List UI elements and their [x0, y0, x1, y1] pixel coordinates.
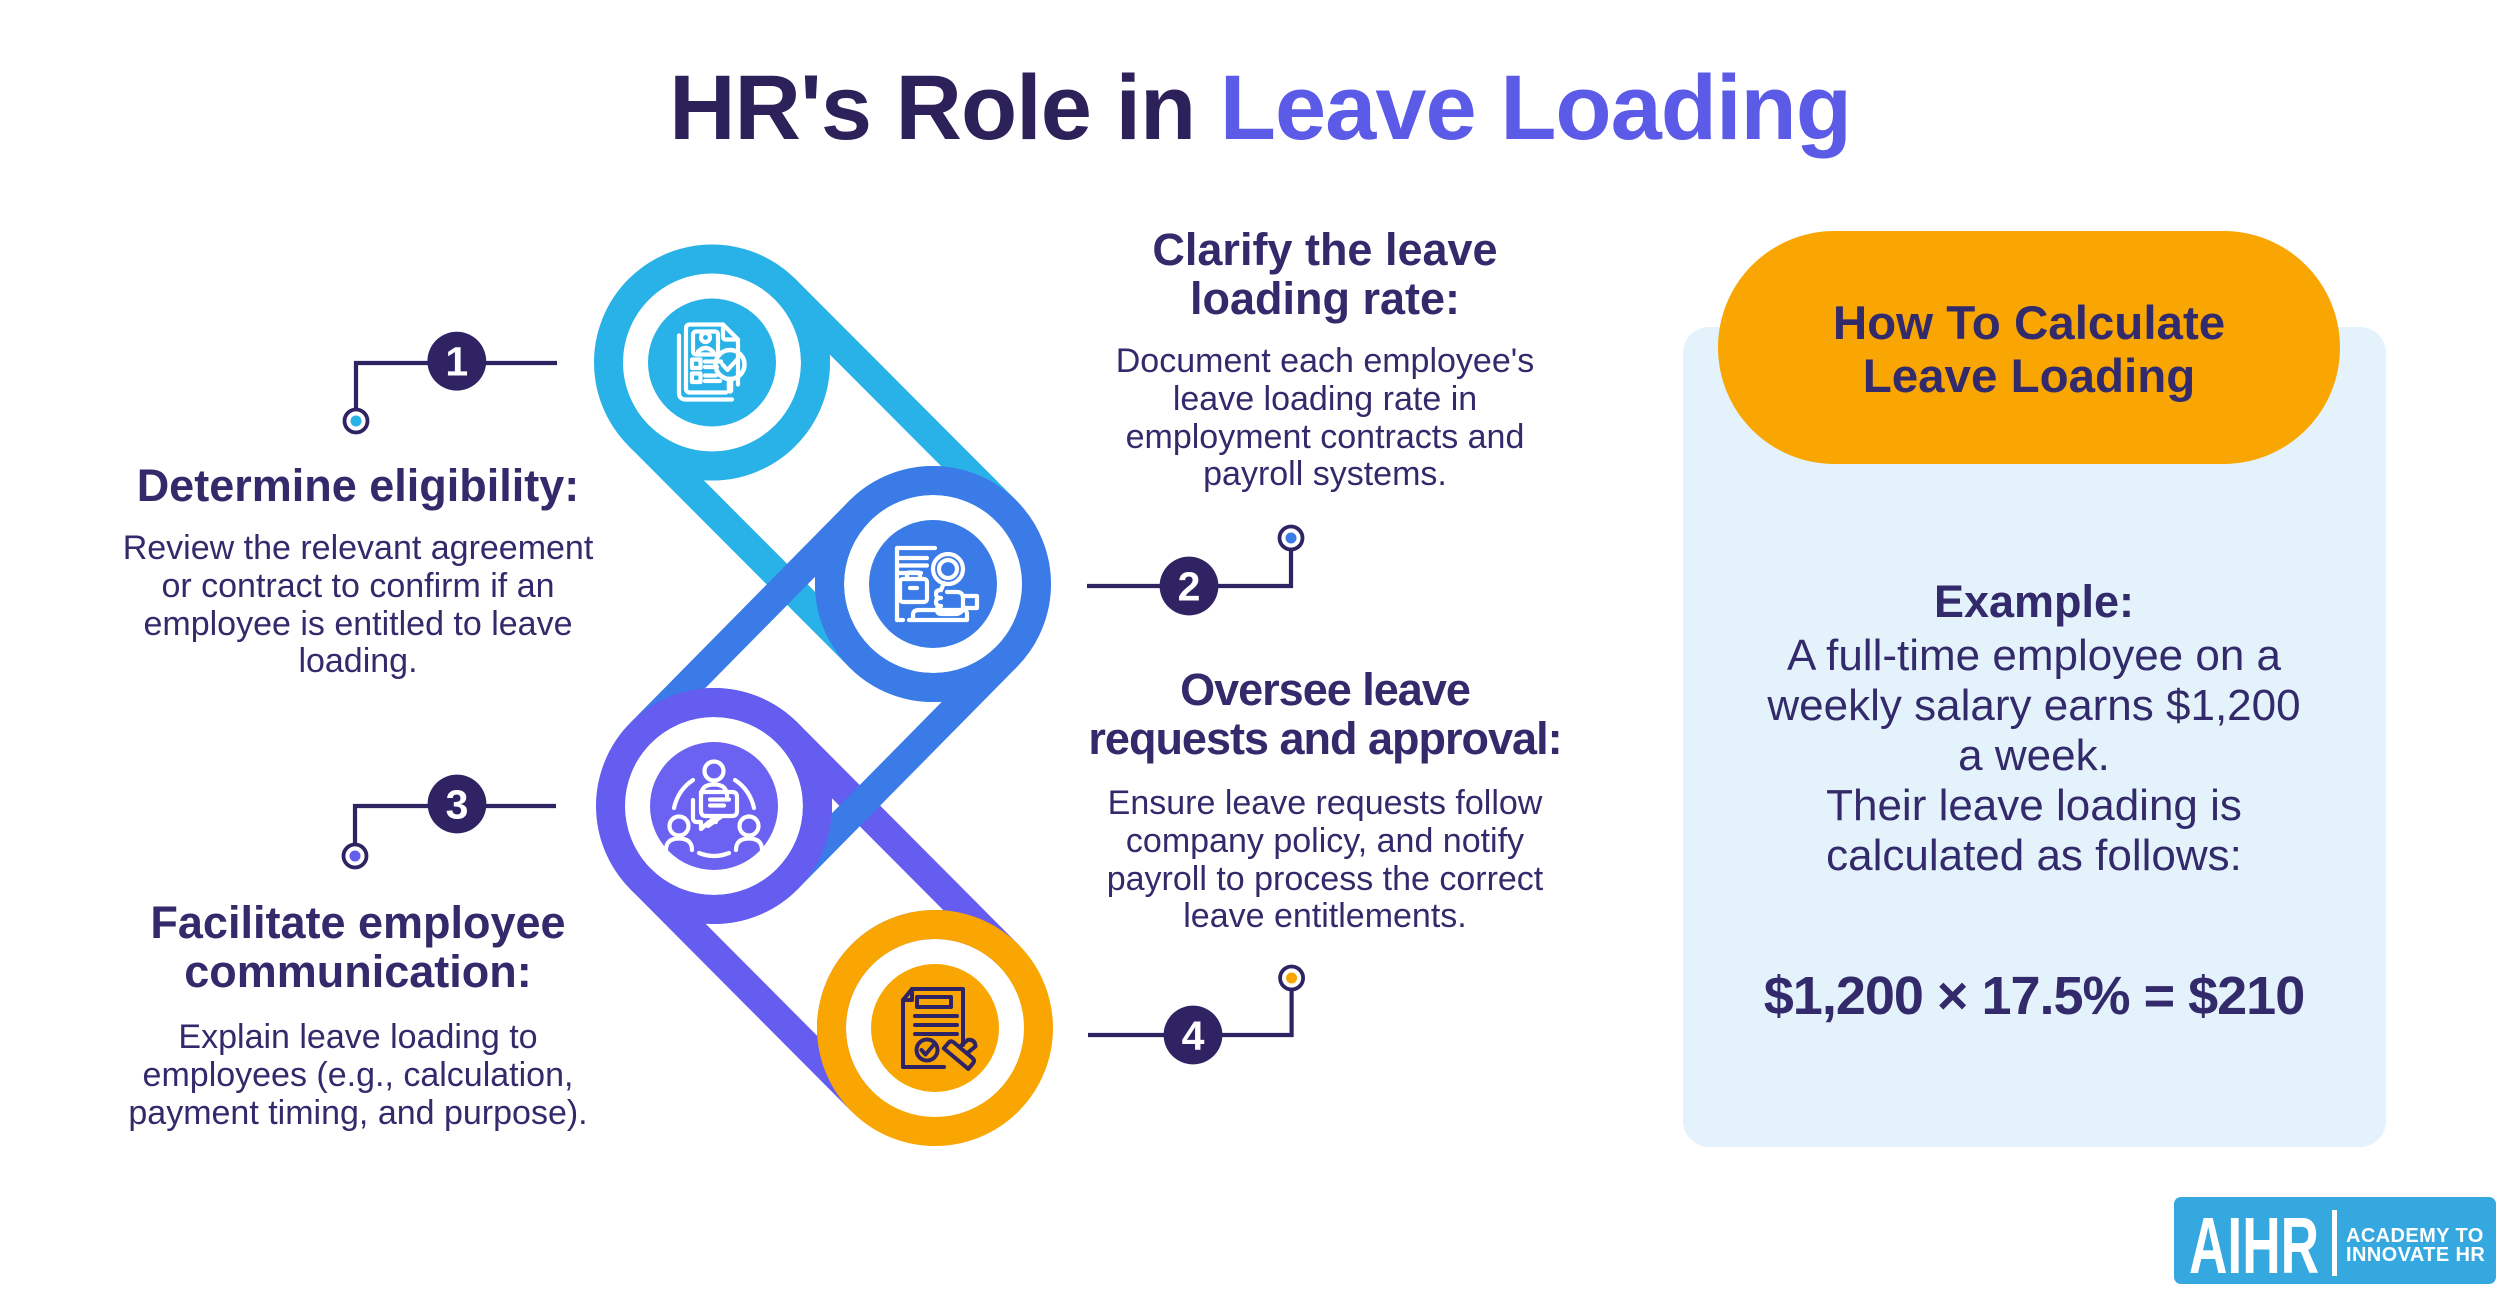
svg-text:3: 3: [446, 781, 469, 827]
svg-text:1: 1: [445, 339, 468, 385]
svg-text:2: 2: [1178, 563, 1201, 609]
svg-text:4: 4: [1182, 1012, 1205, 1058]
